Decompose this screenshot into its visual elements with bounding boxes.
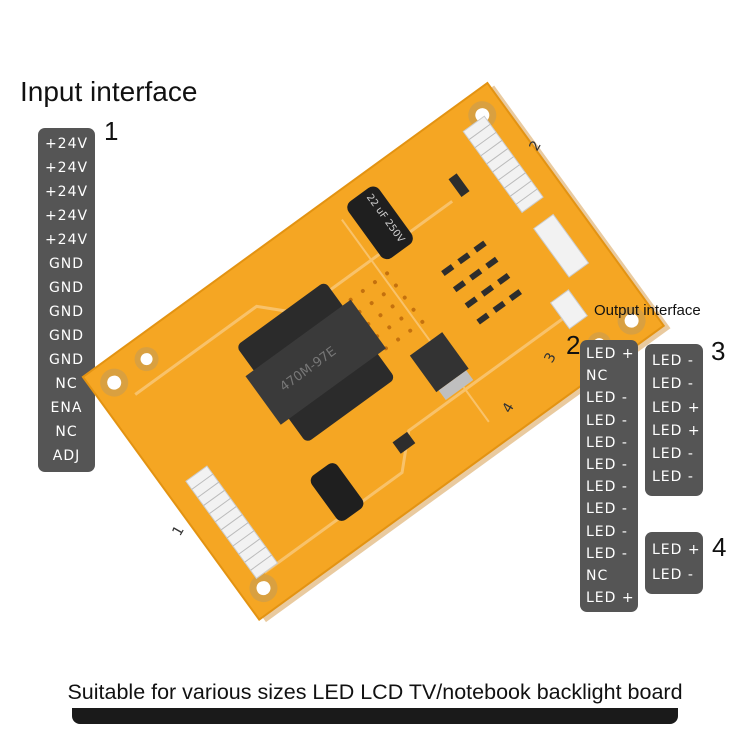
- pin-label: NC: [586, 368, 609, 385]
- input-connector-number: 1: [104, 116, 119, 146]
- output-connector-3-number: 3: [711, 336, 726, 366]
- pin-label: GND: [48, 256, 85, 272]
- pin-label: LED -: [586, 390, 628, 407]
- connector-4: [549, 289, 588, 330]
- output-connector-4-pin-list: LED + LED -: [645, 532, 703, 594]
- pin-label: NC: [55, 424, 78, 440]
- footer-bar: [72, 708, 678, 724]
- pin-label: LED -: [586, 523, 628, 540]
- pin-label: +24V: [44, 208, 89, 224]
- pin-label: LED -: [652, 469, 694, 486]
- pin-label: LED -: [586, 479, 628, 496]
- pin-label: LED +: [586, 346, 635, 362]
- pin-label: GND: [48, 328, 85, 344]
- pin-label: LED -: [652, 446, 694, 463]
- pin-label: GND: [48, 280, 85, 296]
- board-label-1: 1: [169, 523, 187, 539]
- pin-label: GND: [48, 352, 85, 368]
- pin-label: LED -: [586, 545, 628, 562]
- input-interface-title: Input interface: [20, 76, 198, 107]
- smd-components: [392, 173, 522, 454]
- capacitor-small: [310, 463, 364, 521]
- mosfet: [409, 332, 469, 393]
- pin-label: LED +: [652, 542, 701, 558]
- pin-label: LED -: [652, 376, 694, 393]
- pin-label: LED -: [586, 501, 628, 518]
- output-interface-title: Output interface: [594, 302, 701, 319]
- output-connector-2-pin-list: LED + NC LED - LED - LED - LED - LED - LED - LED…: [580, 340, 638, 613]
- output-connector-2-number: 2: [566, 330, 581, 360]
- pin-label: ENA: [50, 400, 83, 416]
- pin-label: +24V: [44, 160, 89, 176]
- input-pin-list: +24V +24V +24V +24V +24V GND GND GND GND GND NC ENA…: [38, 128, 95, 472]
- output-connector-4-number: 4: [712, 532, 727, 562]
- pin-label: ADJ: [52, 448, 81, 464]
- pin-label: LED -: [586, 412, 628, 429]
- pin-label: GND: [48, 304, 85, 320]
- pin-label: +24V: [44, 232, 89, 248]
- pin-label: NC: [55, 376, 78, 392]
- pin-label: +24V: [44, 184, 89, 200]
- footer-caption: Suitable for various sizes LED LCD TV/no…: [67, 680, 683, 704]
- connector-3: [533, 213, 590, 278]
- pin-label: LED +: [652, 422, 701, 439]
- capacitor-large: [347, 186, 413, 260]
- output-connector-3-pin-list: LED - LED - LED + LED + LED - LED -: [645, 344, 703, 496]
- pin-label: LED -: [586, 434, 628, 451]
- pin-label: NC: [586, 567, 609, 584]
- pin-label: +24V: [44, 136, 89, 152]
- pin-label: LED -: [652, 353, 694, 369]
- pin-label: LED -: [586, 456, 628, 473]
- pin-label: LED +: [652, 399, 701, 416]
- pin-label: LED -: [652, 567, 694, 583]
- pin-label: LED +: [586, 590, 635, 607]
